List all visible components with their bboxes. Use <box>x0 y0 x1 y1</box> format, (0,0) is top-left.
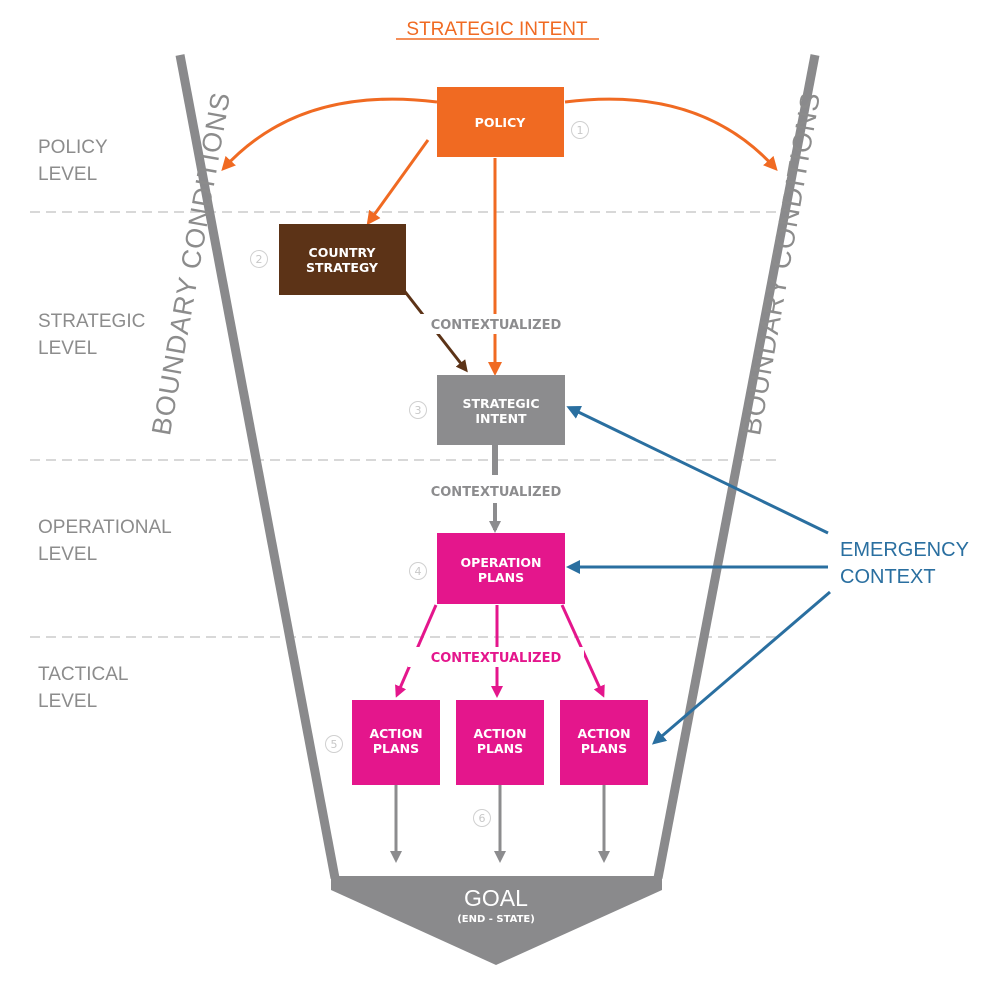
svg-text:5: 5 <box>331 738 338 751</box>
goal-label: GOAL <box>464 885 528 911</box>
svg-text:6: 6 <box>479 812 486 825</box>
svg-text:INTENT: INTENT <box>475 411 527 426</box>
step-number-1: 1 <box>571 121 589 139</box>
contextualized-label-2: CONTEXTUALIZED <box>431 485 562 500</box>
svg-text:2: 2 <box>256 253 263 266</box>
step-number-2: 2 <box>250 250 268 268</box>
level-label-tactical: TACTICAL LEVEL <box>38 664 133 712</box>
top-title: STRATEGIC INTENT <box>406 19 588 40</box>
funnel-right-wall <box>653 54 820 879</box>
svg-text:ACTION: ACTION <box>369 726 422 741</box>
svg-text:1: 1 <box>577 124 584 137</box>
policy-box: POLICY <box>437 87 564 157</box>
contextualized-bg-2 <box>408 481 584 501</box>
step-number-4: 4 <box>409 562 427 580</box>
level-label-policy: POLICY LEVEL <box>38 137 113 185</box>
boundary-label-right: BOUNDARY CONDITIONS <box>736 89 826 437</box>
policy-arrow-left <box>221 97 438 171</box>
level-label-operational: OPERATIONAL LEVEL <box>38 517 176 565</box>
emergency-context-label: EMERGENCY CONTEXT <box>840 539 974 588</box>
svg-text:COUNTRY: COUNTRY <box>309 245 377 260</box>
action-plans-box-2: ACTION PLANS <box>456 700 544 785</box>
action-plans-box-1: ACTION PLANS <box>352 700 440 785</box>
svg-text:STRATEGY: STRATEGY <box>306 260 379 275</box>
svg-text:STRATEGIC: STRATEGIC <box>462 396 539 411</box>
level-label-strategic: STRATEGIC LEVEL <box>38 311 151 359</box>
funnel-left-wall <box>175 54 340 879</box>
svg-text:PLANS: PLANS <box>477 741 523 756</box>
svg-text:3: 3 <box>415 404 422 417</box>
contextualized-bg-3 <box>408 647 584 667</box>
contextualized-label-1: CONTEXTUALIZED <box>431 318 562 333</box>
svg-text:ACTION: ACTION <box>577 726 630 741</box>
country-strategy-box: COUNTRY STRATEGY <box>279 224 406 295</box>
emergency-to-action-arrow <box>651 590 831 745</box>
step-number-5: 5 <box>325 735 343 753</box>
svg-text:4: 4 <box>415 565 422 578</box>
action-plans-box-3: ACTION PLANS <box>560 700 648 785</box>
svg-text:PLANS: PLANS <box>478 570 524 585</box>
contextualized-bg-1 <box>408 314 584 334</box>
policy-arrow-right <box>564 97 778 171</box>
svg-text:ACTION: ACTION <box>473 726 526 741</box>
step-number-3: 3 <box>409 401 427 419</box>
contextualized-label-3: CONTEXTUALIZED <box>431 651 562 666</box>
policy-to-country-arrow <box>366 139 430 226</box>
svg-text:OPERATION: OPERATION <box>461 555 542 570</box>
svg-text:PLANS: PLANS <box>581 741 627 756</box>
strategic-intent-box: STRATEGIC INTENT <box>437 375 565 445</box>
emergency-to-intent-arrow <box>566 406 829 535</box>
goal-sublabel: (END - STATE) <box>457 914 535 925</box>
step-number-6: 6 <box>473 809 491 827</box>
svg-text:PLANS: PLANS <box>373 741 419 756</box>
operation-plans-box: OPERATION PLANS <box>437 533 565 604</box>
goal-shape <box>331 876 662 965</box>
svg-text:POLICY: POLICY <box>475 115 527 130</box>
